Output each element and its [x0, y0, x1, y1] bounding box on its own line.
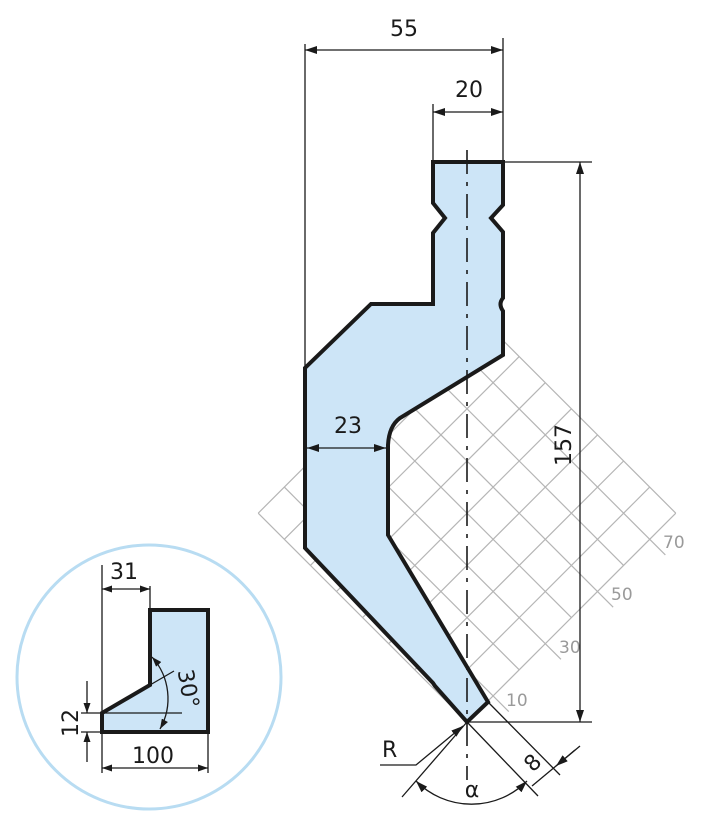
inset-width-label: 100 — [132, 744, 174, 769]
inset-height-label: 12 — [59, 709, 84, 737]
dimension-55: 55 — [304, 17, 504, 368]
radius-callout: R — [380, 725, 464, 766]
punch-profile — [303, 160, 505, 725]
grid-label-50: 50 — [611, 585, 633, 605]
dimension-157-label: 157 — [552, 424, 577, 466]
inset-offset-label: 31 — [110, 560, 138, 585]
angle-alpha: α — [401, 721, 539, 805]
dimension-23-label: 23 — [334, 414, 362, 439]
grid-line — [414, 356, 625, 566]
dimension-20: 20 — [432, 78, 503, 162]
grid-labels: 10 30 50 70 — [506, 533, 685, 711]
dimension-55-label: 55 — [390, 17, 418, 42]
inset-detail: 31 100 12 30° — [15, 543, 283, 811]
dimension-8: 8 — [487, 701, 581, 787]
dimension-23: 23 — [307, 414, 386, 452]
grid-label-10: 10 — [506, 691, 528, 711]
dimension-20-label: 20 — [455, 78, 483, 103]
grid-label-70: 70 — [663, 533, 685, 553]
dimension-8-label: 8 — [520, 750, 548, 778]
grid-line — [388, 382, 614, 608]
radius-label: R — [382, 738, 397, 763]
grid-label-30: 30 — [559, 638, 581, 658]
dimension-157: 157 — [467, 161, 592, 723]
angle-alpha-label: α — [465, 778, 480, 803]
